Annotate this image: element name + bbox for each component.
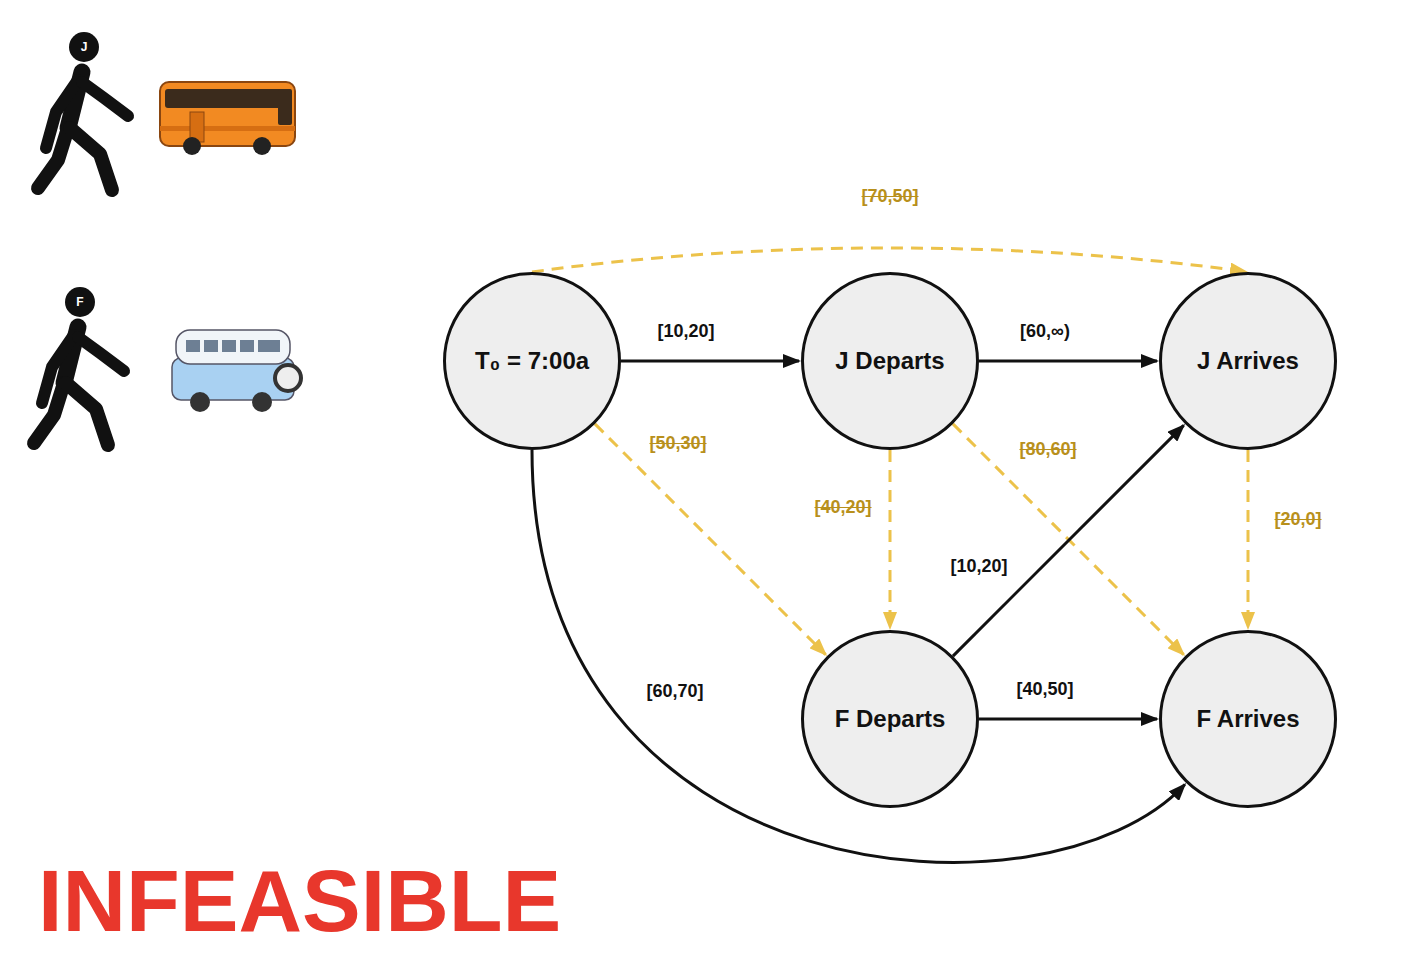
circle-shape: [803, 274, 978, 449]
walker-leg: [38, 128, 68, 188]
interval-label: [70,50]: [858, 185, 921, 207]
event-circle: T₀ = 7:00a: [443, 272, 621, 450]
constraint-arrow: [532, 450, 1185, 862]
van-icon: [172, 330, 301, 412]
bus-icon: [160, 82, 295, 155]
inferred-constraint: [595, 424, 826, 655]
constraint-arrow: [953, 425, 1184, 656]
status-banner: INFEASIBLE: [38, 857, 561, 945]
bus-stripe: [160, 126, 295, 131]
interval-label: [60,∞): [1017, 320, 1073, 342]
bus-windshield: [278, 89, 292, 125]
bus-wheel: [183, 137, 201, 155]
event-circle: J Arrives: [1159, 272, 1337, 450]
constraint-arrow: [979, 718, 1157, 721]
interval-label: [10,20]: [654, 320, 717, 342]
circle-shape: [1161, 274, 1336, 449]
van-window: [258, 340, 280, 352]
constraint-arrow: [979, 360, 1157, 363]
node-label: T₀ = 7:00a: [475, 347, 589, 375]
node-label: J Arrives: [1197, 347, 1299, 375]
walker-j: [38, 32, 128, 190]
bus-wheel: [253, 137, 271, 155]
constraint-arrow: [621, 360, 799, 363]
interval-label: [40,50]: [1013, 678, 1076, 700]
walker-initial: J: [81, 40, 88, 54]
walker-arm: [82, 82, 128, 116]
walker-leg: [66, 383, 108, 445]
walker-initial: F: [76, 295, 83, 309]
van-wheel: [190, 392, 210, 412]
event-circle: J Departs: [801, 272, 979, 450]
bus-body: [160, 82, 295, 146]
node-label: J Departs: [835, 347, 944, 375]
circle-shape: [803, 632, 978, 807]
inferred-constraint: [532, 248, 1246, 272]
interval-label: [20,0]: [1271, 508, 1324, 530]
circle-shape: [1161, 632, 1336, 807]
event-circle: F Departs: [801, 630, 979, 808]
node-label: F Departs: [835, 705, 946, 733]
interval-label: [80,60]: [1016, 438, 1079, 460]
walker-head: [69, 32, 99, 62]
bus-windows: [165, 89, 291, 108]
van-wheel: [252, 392, 272, 412]
walker-f: [34, 287, 124, 445]
node-label: F Arrives: [1196, 705, 1299, 733]
interval-label: [60,70]: [643, 680, 706, 702]
van-spare-tire: [275, 365, 301, 391]
walker-leg: [70, 128, 112, 190]
inferred-constraint: [889, 450, 892, 628]
event-circle: F Arrives: [1159, 630, 1337, 808]
inferred-constraint: [1247, 450, 1250, 628]
van-window: [186, 340, 200, 352]
van-window: [222, 340, 236, 352]
interval-label: [50,30]: [646, 432, 709, 454]
walker-leg: [34, 383, 64, 443]
circle-shape: [445, 274, 620, 449]
van-window: [204, 340, 218, 352]
walker-arm: [78, 337, 124, 371]
walker-head: [65, 287, 95, 317]
van-window: [240, 340, 254, 352]
interval-label: [10,20]: [947, 555, 1010, 577]
interval-label: [40,20]: [811, 496, 874, 518]
van-upper: [176, 330, 290, 364]
